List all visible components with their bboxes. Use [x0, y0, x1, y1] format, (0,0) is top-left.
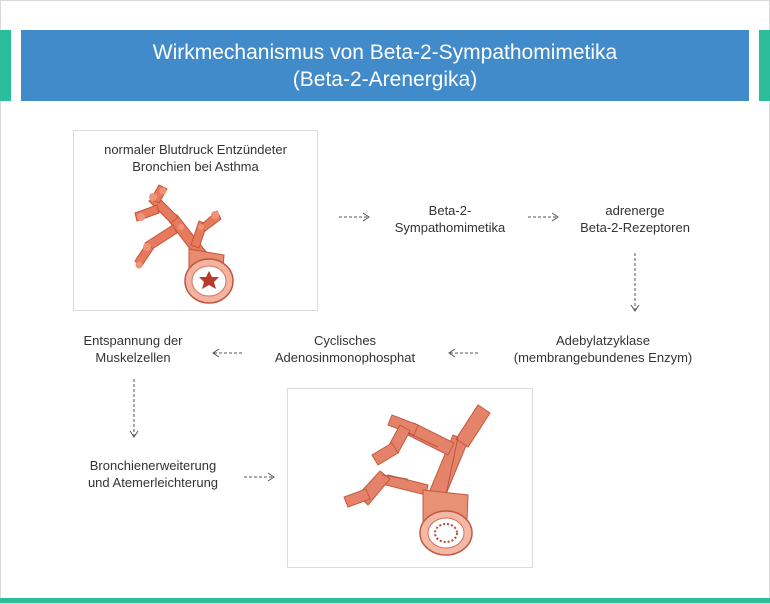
arrow-down-icon	[630, 253, 640, 312]
title-line-1: Wirkmechanismus von Beta-2-Sympathomimet…	[152, 40, 618, 64]
inflamed-bronchus-label: normaler Blutdruck Entzündeter Bronchien…	[104, 142, 287, 174]
camp-node: Cyclisches Adenosinmonophosphat	[274, 333, 416, 365]
title-line-2: (Beta-2-Arenergika)	[292, 67, 478, 91]
beta2-receptors-node: adrenerge Beta-2-Rezeptoren	[580, 203, 690, 235]
arrow-left-icon	[448, 348, 479, 358]
adenylate-cyclase-node: Adebylatzyklase (membrangebundenes Enzym…	[513, 333, 693, 365]
beta2-sympathomimetika-node: Beta-2- Sympathomimetika	[394, 203, 506, 235]
healthy-bronchus-box	[287, 388, 533, 568]
bronchodilation-node: Bronchienerweiterung und Atemerleichteru…	[87, 458, 219, 490]
title-accent-right	[759, 30, 770, 101]
healthy-bronchus-illustration-icon	[343, 404, 491, 556]
arrow-down-icon	[129, 379, 139, 438]
inflamed-bronchus-illustration-icon	[134, 184, 234, 304]
title-accent-left	[0, 30, 11, 101]
arrow-right-icon	[528, 212, 559, 222]
muscle-relaxation-node: Entspannung der Muskelzellen	[83, 333, 183, 365]
arrow-right-icon	[339, 212, 370, 222]
bottom-accent-bar	[0, 598, 770, 603]
arrow-right-icon	[244, 472, 275, 482]
title-banner: Wirkmechanismus von Beta-2-Sympathomimet…	[21, 30, 749, 101]
inflamed-bronchus-box: normaler Blutdruck Entzündeter Bronchien…	[73, 130, 318, 311]
arrow-left-icon	[212, 348, 243, 358]
